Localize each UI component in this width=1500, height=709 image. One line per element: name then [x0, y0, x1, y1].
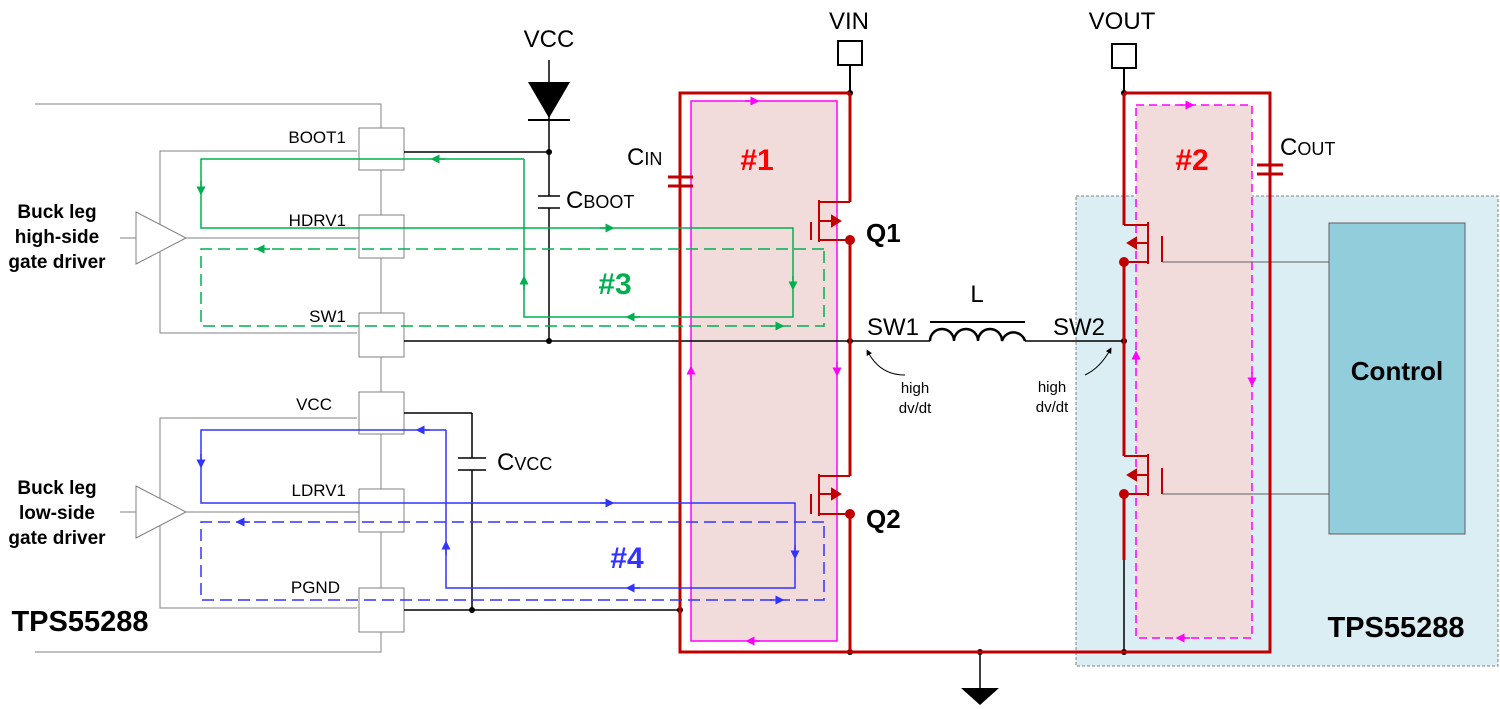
control-block [1328, 222, 1466, 535]
dvdt-sw1-line2: dv/dt [899, 400, 932, 417]
inductor-label: L [970, 281, 983, 308]
loop2-label: #2 [1175, 144, 1208, 177]
loop4-traces [200, 429, 825, 601]
low-side-driver-symbol [135, 485, 188, 539]
right-ic-name: TPS55288 [1327, 612, 1464, 644]
dvdt-sw1-line1: high [901, 380, 929, 397]
svg-text:high-side: high-side [15, 227, 99, 248]
left-ic-name: TPS55288 [11, 606, 148, 638]
dvdt-sw2-line1: high [1038, 379, 1066, 396]
loop1-region [690, 100, 838, 642]
bootstrap-diode [528, 82, 570, 121]
loop4-label: #4 [610, 542, 644, 575]
pin-box-vcc [358, 391, 405, 435]
vin-label: VIN [829, 8, 869, 35]
dvdt-sw2-line2: dv/dt [1036, 399, 1069, 416]
loop1-arrows [686, 96, 842, 646]
sw1-node-label: SW1 [867, 314, 919, 341]
sw2-node-label: SW2 [1053, 314, 1105, 341]
loop2-arrows [1131, 100, 1257, 643]
cin-symbol [668, 175, 693, 188]
dvdt-arrow-sw2 [1084, 347, 1112, 376]
loop2-region [1135, 104, 1253, 639]
low-side-driver-label: Buck leg low-side gate driver [8, 478, 106, 549]
ground-symbol [961, 688, 999, 705]
pin-label-hdrv1: HDRV1 [289, 211, 346, 230]
loop3-arrows [196, 154, 798, 331]
q2-mosfet [810, 474, 855, 519]
vout-label: VOUT [1089, 8, 1156, 35]
cvcc-symbol [458, 457, 486, 471]
loop1-label: #1 [740, 144, 773, 177]
pin-label-boot1: BOOT1 [288, 128, 346, 147]
cboot-symbol [538, 195, 560, 209]
q1-label: Q1 [866, 218, 901, 248]
cout-label: COUT [1280, 134, 1335, 161]
pin-label-sw1: SW1 [309, 307, 346, 326]
pin-box-sw1 [358, 312, 405, 358]
cin-label: CIN [627, 144, 662, 171]
svg-text:low-side: low-side [19, 503, 95, 524]
vcc-rail-label: VCC [524, 26, 575, 53]
pin-label-pgnd: PGND [291, 578, 340, 597]
control-label: Control [1351, 356, 1443, 386]
pin-box-pgnd [358, 587, 405, 633]
power-traces [678, 91, 1272, 654]
high-side-driver-symbol [135, 211, 188, 265]
cboot-label: CBOOT [566, 187, 634, 214]
loop3-label: #3 [598, 268, 631, 301]
svg-text:gate driver: gate driver [8, 528, 106, 549]
high-side-driver-label: Buck leg high-side gate driver [8, 202, 106, 273]
pin-label-vcc: VCC [296, 395, 332, 414]
inductor-symbol [928, 327, 1027, 342]
boost-high-mosfet [1119, 222, 1163, 267]
pin-box-ldrv1 [358, 488, 405, 533]
cout-symbol [1257, 163, 1283, 176]
cvcc-label: CVCC [497, 449, 552, 476]
svg-text:gate driver: gate driver [8, 252, 106, 273]
svg-text:Buck leg: Buck leg [17, 478, 96, 499]
q1-mosfet [810, 200, 855, 245]
control-lines [1162, 261, 1329, 495]
vin-terminal [837, 40, 863, 66]
vout-terminal [1111, 43, 1137, 69]
svg-text:Buck leg: Buck leg [17, 202, 96, 223]
pin-box-hdrv1 [358, 214, 405, 259]
boost-low-mosfet [1119, 454, 1163, 499]
loop3-traces [200, 158, 825, 327]
dvdt-arrow-sw1 [866, 349, 906, 376]
pin-box-boot1 [358, 127, 405, 171]
q2-label: Q2 [866, 504, 901, 534]
loop4-arrows [196, 425, 800, 605]
pin-label-ldrv1: LDRV1 [292, 481, 347, 500]
left-ic-outline [35, 103, 382, 653]
